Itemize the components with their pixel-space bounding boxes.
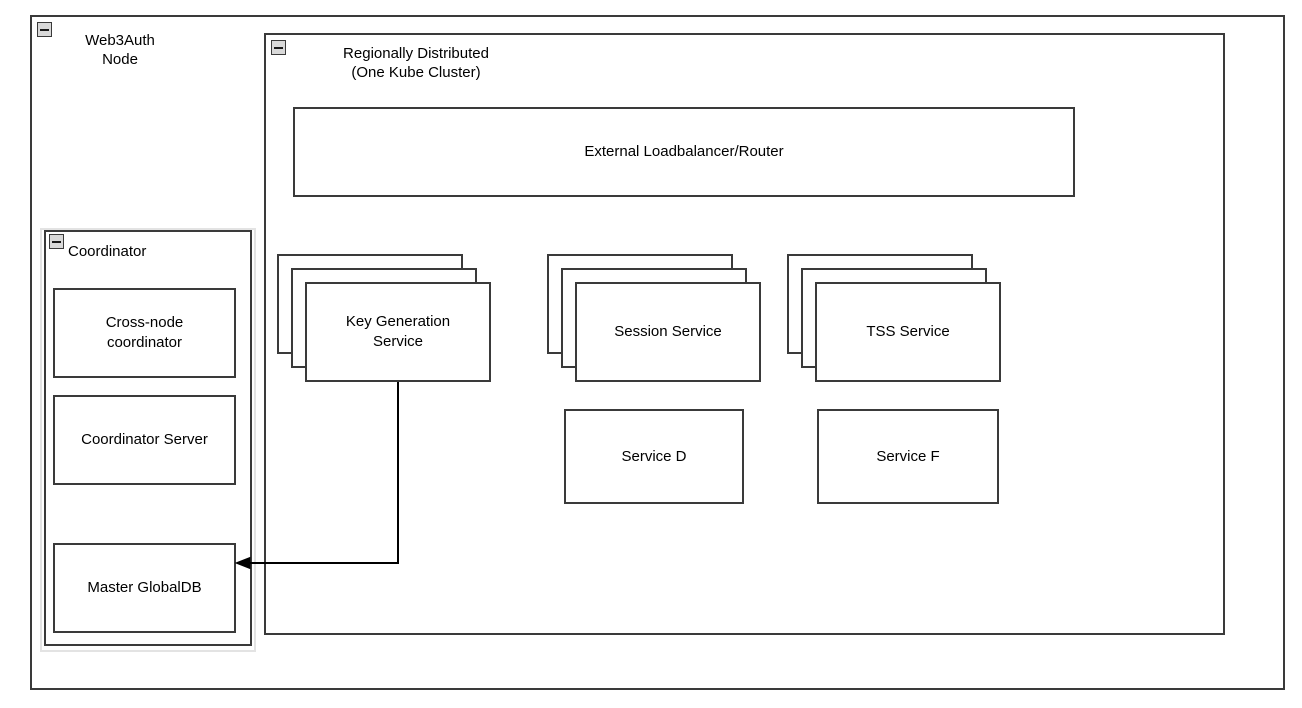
collapse-minus-icon-web3auth-node[interactable]	[37, 22, 52, 37]
node-external-loadbalancer-router[interactable]: External Loadbalancer/Router	[293, 107, 1075, 197]
node-label-session-service: Session Service	[614, 323, 722, 340]
node-service-d[interactable]: Service D	[564, 409, 744, 504]
node-cross-node-coordinator[interactable]: Cross-node coordinator	[53, 288, 236, 378]
collapse-minus-icon-coordinator[interactable]	[49, 234, 64, 249]
collapse-minus-icon-regionally-distributed[interactable]	[271, 40, 286, 55]
node-label-cross-node-coordinator: Cross-node coordinator	[105, 314, 184, 351]
node-label-service-f: Service F	[876, 447, 940, 465]
node-label-external-loadbalancer-router: External Loadbalancer/Router	[584, 143, 784, 160]
node-label-tss-service: TSS Service	[866, 323, 950, 340]
node-key-generation-service[interactable]: Key Generation Service	[305, 282, 491, 382]
node-session-service[interactable]: Session Service	[575, 282, 761, 382]
node-label-coordinator-server: Coordinator Server	[81, 431, 208, 448]
stack-session-service[interactable]: Session Service	[547, 254, 761, 382]
node-master-globaldb[interactable]: Master GlobalDB	[53, 543, 236, 633]
node-label-key-generation-service: Key Generation Service	[345, 313, 451, 350]
node-service-f[interactable]: Service F	[817, 409, 999, 504]
stack-tss-service[interactable]: TSS Service	[787, 254, 1001, 382]
node-label-master-globaldb: Master GlobalDB	[87, 579, 202, 596]
node-tss-service[interactable]: TSS Service	[815, 282, 1001, 382]
node-label-service-d: Service D	[621, 447, 687, 465]
stack-key-generation-service[interactable]: Key Generation Service	[277, 254, 491, 382]
node-coordinator-server[interactable]: Coordinator Server	[53, 395, 236, 485]
